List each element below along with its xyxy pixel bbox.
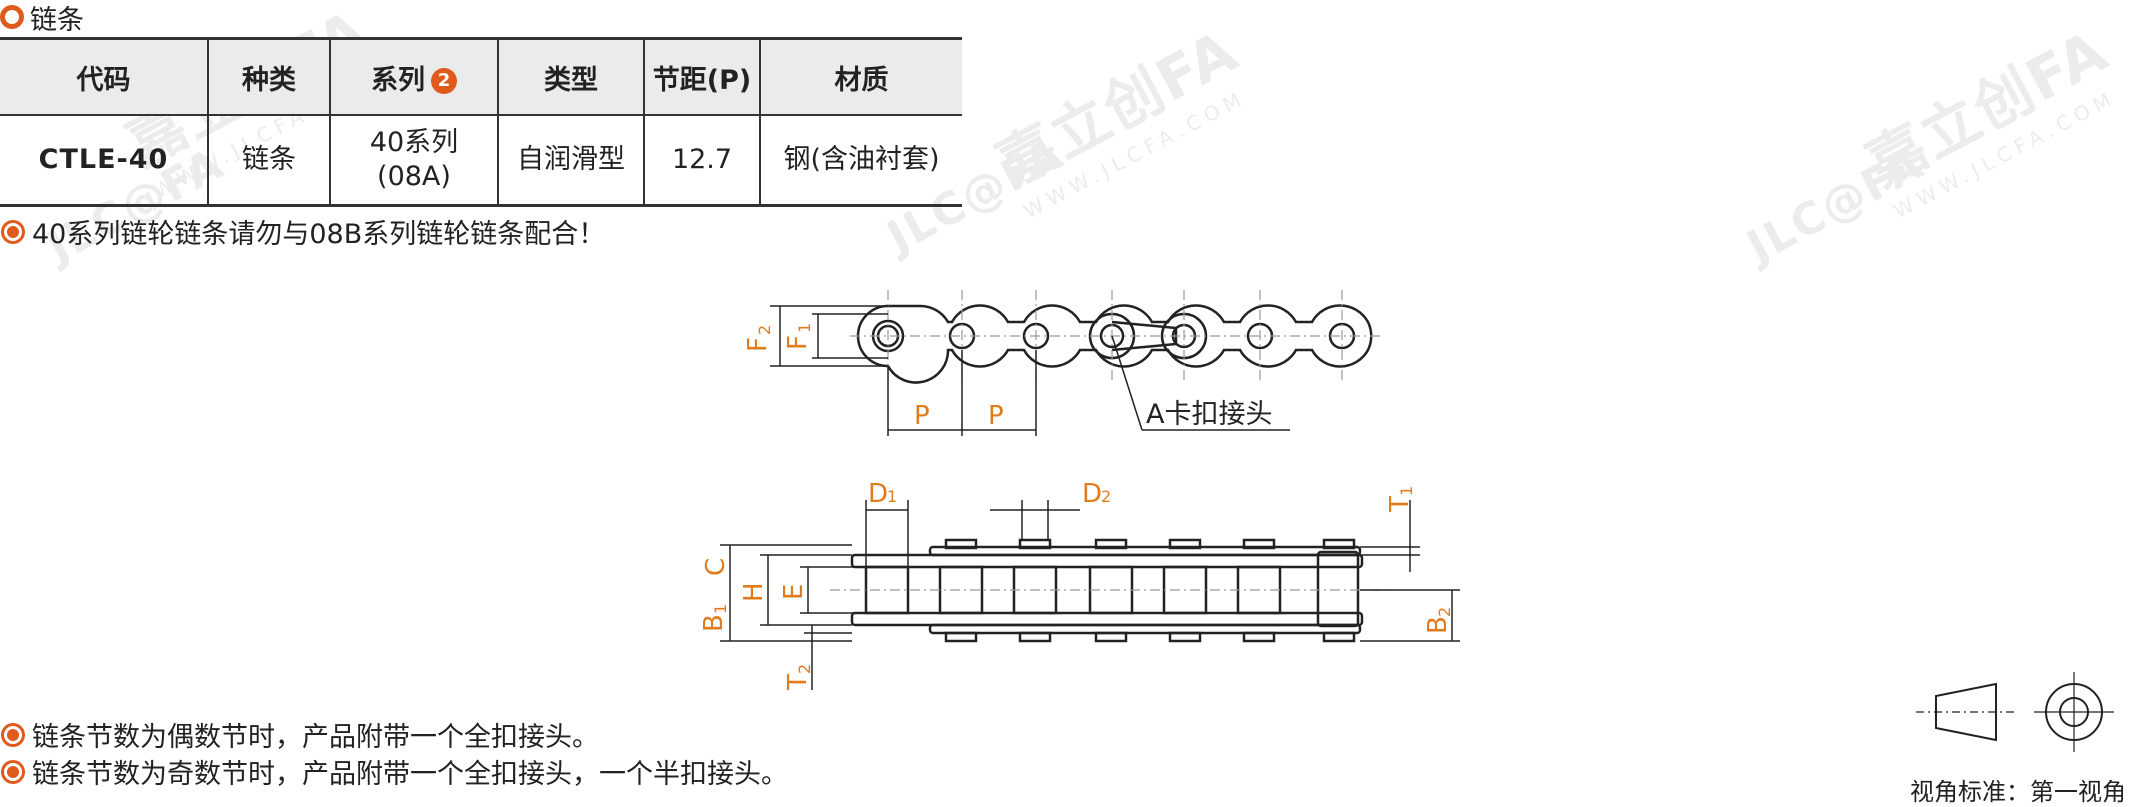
note-compatibility: 40系列链轮链条请勿与08B系列链轮链条配合！ <box>0 212 605 251</box>
note-even-links: 链条节数为偶数节时，产品附带一个全扣接头。 <box>0 715 599 754</box>
dim-label-h: H <box>739 582 769 602</box>
dim-sub: 1 <box>795 323 814 333</box>
dim-sub: 2 <box>795 664 814 674</box>
header-material: 材质 <box>760 38 962 116</box>
dim-label-p: P <box>914 401 930 431</box>
cell-pitch: 12.7 <box>644 115 761 206</box>
first-angle-projection-icon <box>1916 672 2114 752</box>
ring-bullet-icon <box>0 5 24 29</box>
header-kind: 种类 <box>208 38 331 116</box>
bullet-icon <box>4 762 22 781</box>
chain-top-view <box>850 538 1364 643</box>
dim-sub: 2 <box>755 325 774 335</box>
cell-code[interactable]: CTLE-40 <box>0 115 209 206</box>
dim-label-b2: B <box>1423 616 1453 634</box>
callout-a-clip-joint: A卡扣接头 <box>1146 399 1273 430</box>
dim-label-p: P <box>988 401 1004 431</box>
dim-label-d1: D <box>868 479 888 509</box>
header-pitch: 节距(P) <box>644 38 761 116</box>
cell-material: 钢(含油衬套) <box>783 144 940 175</box>
table-row: CTLE-40 链条 40系列(08A) 自润滑型 12.7 钢(含油衬套) <box>0 115 962 206</box>
dim-label-f1: F <box>783 335 813 350</box>
cell-series: 40系列(08A) <box>330 115 499 206</box>
dim-label-d2: D <box>1082 479 1102 509</box>
cell-kind: 链条 <box>208 115 331 206</box>
dim-label-f2: F <box>743 337 773 352</box>
bullet-icon <box>4 222 22 241</box>
note-number-badge: 2 <box>431 68 457 94</box>
dimension-labels: F 2 F 1 P P D 1 D 2 T 1 B 2 C B 1 H E T … <box>699 323 1454 691</box>
dim-label-c: C <box>701 558 731 576</box>
dim-label-t1: T <box>1385 496 1415 513</box>
dim-sub: 1 <box>711 604 730 614</box>
view-standard-label: 视角标准：第一视角 <box>1910 778 2126 806</box>
section-title-text: 链条 <box>30 4 84 36</box>
header-type: 类型 <box>498 38 645 116</box>
dim-label-e: E <box>779 584 809 600</box>
dim-label-b1: B <box>699 614 729 632</box>
dim-sub: 2 <box>1435 607 1454 617</box>
header-code: 代码 <box>0 38 209 116</box>
bullet-icon <box>4 725 22 744</box>
dim-sub: 1 <box>887 487 897 506</box>
cell-type: 自润滑型 <box>498 115 645 206</box>
dim-sub: 2 <box>1101 487 1111 506</box>
note-odd-links: 链条节数为奇数节时，产品附带一个全扣接头，一个半扣接头。 <box>0 752 788 791</box>
section-title: 链条 <box>0 0 84 36</box>
dim-sub: 1 <box>1397 486 1416 496</box>
dim-label-t2: T <box>783 674 813 691</box>
